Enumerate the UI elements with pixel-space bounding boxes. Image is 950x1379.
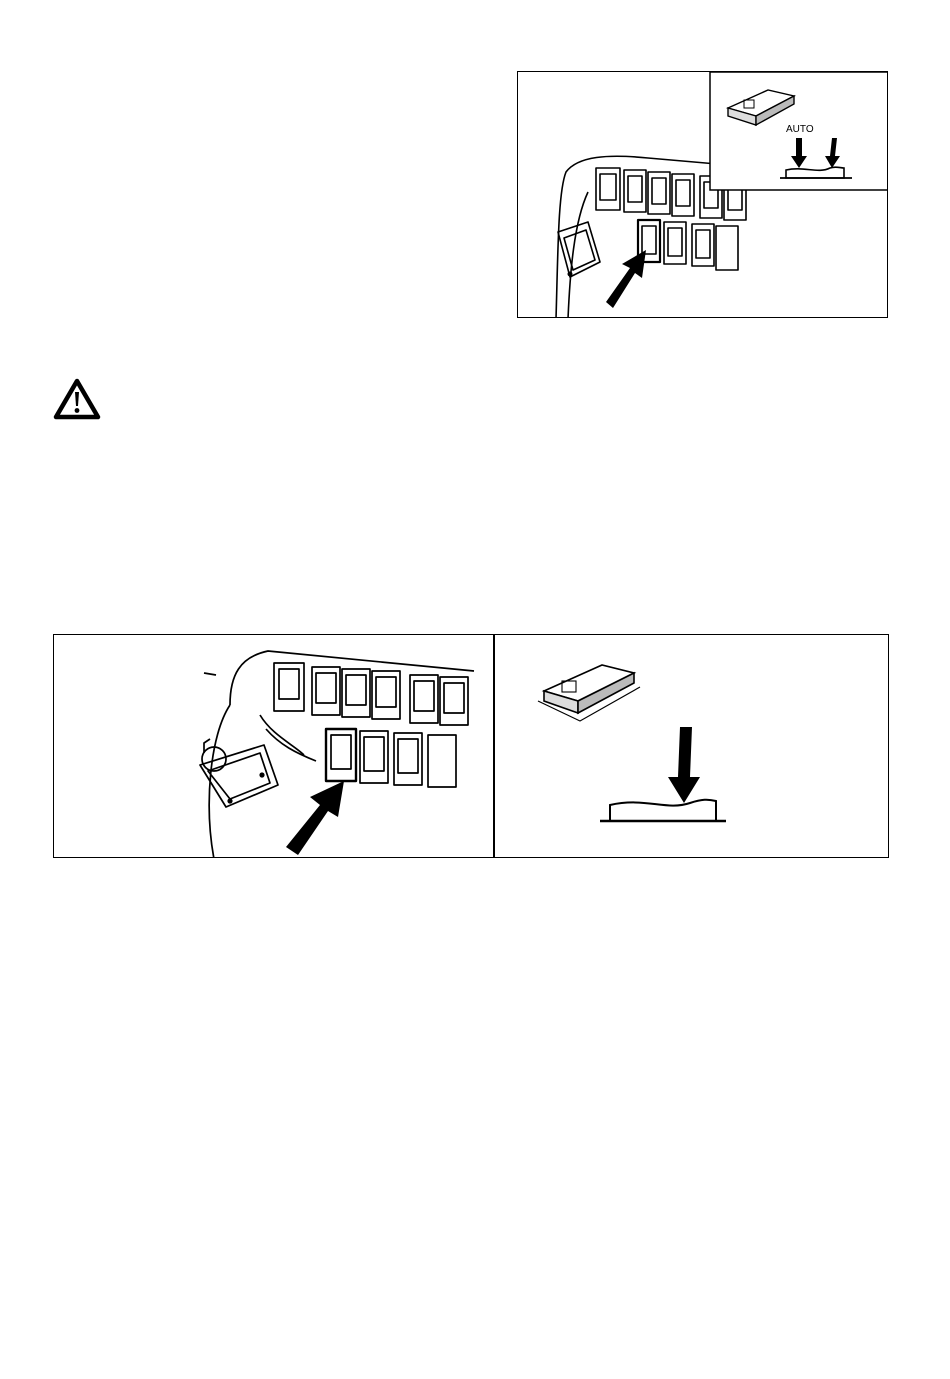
inset-auto: AUTO xyxy=(710,72,888,190)
lower-switch-row xyxy=(638,220,738,270)
upper-switch-row xyxy=(274,663,468,725)
rocker-switch-illustration xyxy=(538,665,726,821)
switch-panel-press-illustration xyxy=(54,635,889,858)
switch-panel-illustration: AUTO xyxy=(518,72,888,318)
figure-switch-panel-auto: AUTO xyxy=(517,71,888,318)
auto-label: AUTO xyxy=(786,124,814,135)
figure-switch-panel-pressed xyxy=(53,634,889,858)
arrow-pointer-icon xyxy=(286,781,344,855)
arrow-pointer-icon xyxy=(606,250,646,308)
lower-switch-row xyxy=(326,729,456,787)
arrow-down-icon xyxy=(668,727,700,803)
warning-triangle-icon xyxy=(53,378,101,420)
